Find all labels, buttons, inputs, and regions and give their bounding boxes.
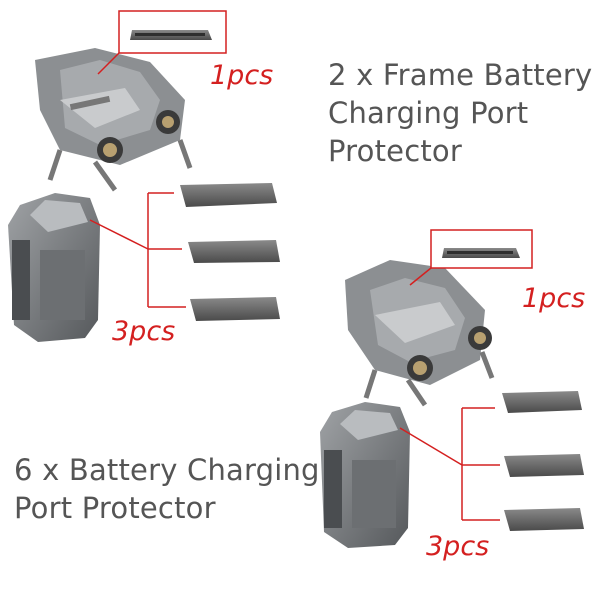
drone-frame-top bbox=[35, 48, 193, 192]
battery-top bbox=[8, 193, 149, 342]
caption-line: Protector bbox=[328, 134, 462, 168]
battery-bottom bbox=[320, 402, 463, 548]
quantity-label-top-frame: 1pcs bbox=[210, 60, 274, 91]
quantity-label-top-battery: 3pcs bbox=[112, 316, 176, 347]
battery-plugs-top bbox=[147, 183, 280, 321]
quantity-label-bottom-frame: 1pcs bbox=[522, 283, 586, 314]
caption-line: 6 x Battery Charging bbox=[14, 453, 320, 487]
quantity-label-bottom-battery: 3pcs bbox=[426, 531, 490, 562]
caption-line: Port Protector bbox=[14, 491, 216, 525]
caption-line: Charging Port bbox=[328, 96, 529, 130]
frame-plug-top bbox=[97, 10, 227, 75]
frame-plug-bottom bbox=[409, 229, 533, 286]
frame-protector-caption: 2 x Frame Battery Charging Port Protecto… bbox=[328, 56, 592, 170]
drone-frame-bottom bbox=[345, 260, 495, 407]
battery-protector-caption: 6 x Battery Charging Port Protector bbox=[14, 451, 320, 527]
caption-line: 2 x Frame Battery bbox=[328, 58, 593, 92]
battery-plugs-bottom bbox=[461, 391, 584, 531]
